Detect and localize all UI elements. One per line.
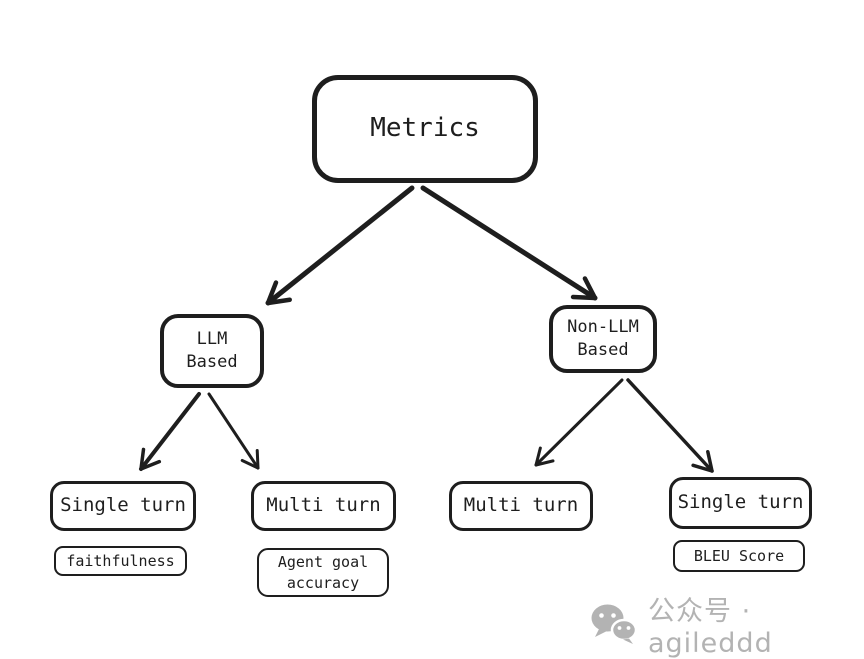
node-multi-turn-right: Multi turn xyxy=(449,481,593,531)
node-single-turn-right-label: Single turn xyxy=(677,491,804,514)
arrow-llm-to-single-turn xyxy=(139,392,201,471)
node-single-turn-left-label: Single turn xyxy=(60,494,186,517)
wechat-icon xyxy=(591,604,638,644)
watermark-text: 公众号 · agileddd xyxy=(648,596,773,659)
node-agent-goal-accuracy: Agent goal accuracy xyxy=(257,548,389,597)
node-agent-goal-accuracy-line1: Agent goal xyxy=(277,552,369,571)
node-bleu-score-label: BLEU Score xyxy=(693,546,785,565)
node-faithfulness-label: faithfulness xyxy=(66,551,175,570)
arrow-metrics-to-non-llm-based xyxy=(420,185,598,301)
node-metrics: Metrics xyxy=(312,75,538,183)
arrow-non-llm-to-single-turn xyxy=(626,378,714,473)
node-llm-based: LLM Based xyxy=(160,314,264,388)
node-llm-based-line2: Based xyxy=(186,352,238,372)
node-metrics-label: Metrics xyxy=(370,113,480,144)
node-bleu-score: BLEU Score xyxy=(673,540,805,572)
node-faithfulness: faithfulness xyxy=(54,546,187,576)
arrow-metrics-to-llm-based xyxy=(265,185,415,306)
node-non-llm-based: Non-LLM Based xyxy=(549,305,657,373)
node-multi-turn-left-label: Multi turn xyxy=(266,494,381,517)
arrow-non-llm-to-multi-turn xyxy=(534,378,624,467)
arrow-llm-to-multi-turn xyxy=(207,392,260,470)
node-single-turn-left: Single turn xyxy=(50,481,196,531)
node-multi-turn-right-label: Multi turn xyxy=(463,494,579,517)
watermark: 公众号 · agileddd xyxy=(590,596,864,659)
node-agent-goal-accuracy-line2: accuracy xyxy=(286,573,360,592)
node-non-llm-based-line1: Non-LLM xyxy=(567,317,639,338)
node-multi-turn-left: Multi turn xyxy=(251,481,396,531)
node-single-turn-right: Single turn xyxy=(669,477,812,529)
node-llm-based-line1: LLM xyxy=(196,329,228,350)
node-non-llm-based-line2: Based xyxy=(577,340,629,360)
